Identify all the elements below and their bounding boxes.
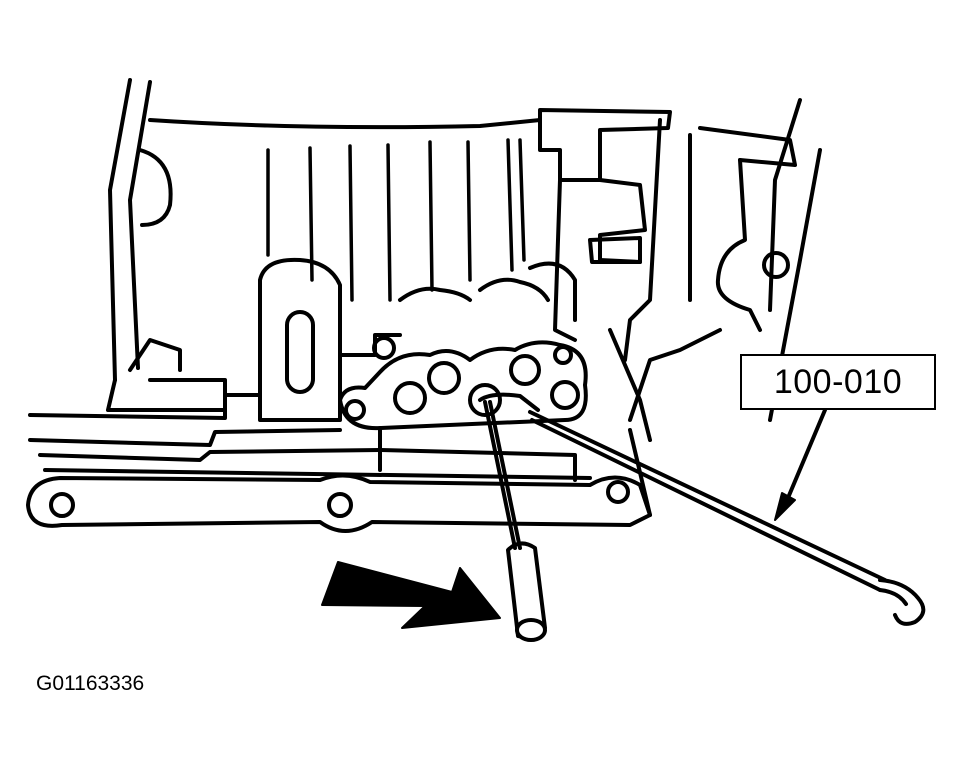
tool-number-text: 100-010 xyxy=(773,362,903,401)
tool-number-label: 100-010 xyxy=(740,354,936,410)
separator-plate xyxy=(28,393,592,482)
valve-lands xyxy=(258,257,577,422)
magnet-probe xyxy=(483,400,547,642)
direction-arrow xyxy=(321,561,501,629)
casting-ribs xyxy=(266,138,526,302)
label-leader xyxy=(774,408,827,521)
hook-tool xyxy=(478,392,926,626)
bottom-rail xyxy=(26,428,652,533)
figure-id: G01163336 xyxy=(36,672,145,695)
housing-outline xyxy=(106,78,542,412)
valve-bore-cluster xyxy=(338,336,588,431)
